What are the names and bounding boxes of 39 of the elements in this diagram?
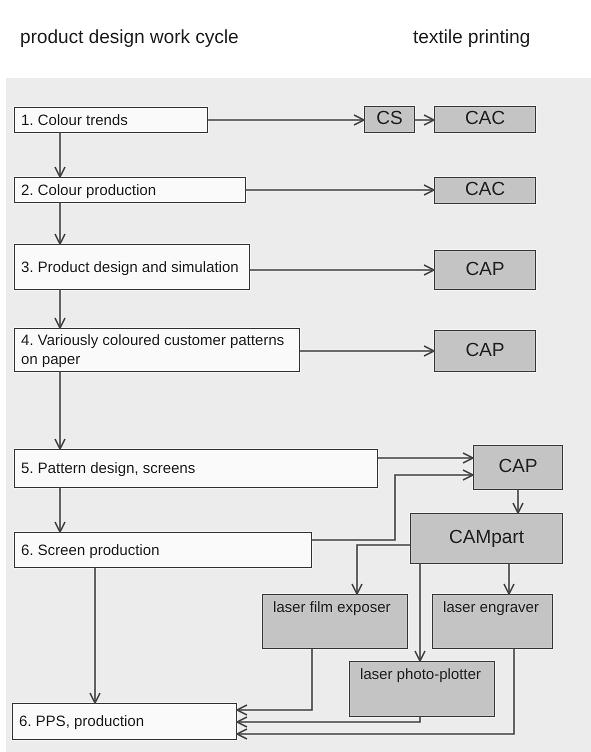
process-box: 6. Screen production [14, 532, 312, 568]
system-box: laser photo-plotter [349, 661, 495, 717]
arrow [54, 290, 66, 329]
arrow [54, 372, 66, 450]
arrow [246, 184, 435, 196]
process-box: 2. Colour production [14, 177, 246, 203]
process-box: 5. Pattern design, screens [14, 449, 378, 488]
arrow [415, 114, 435, 126]
process-box: 6. PPS, production [12, 703, 237, 740]
arrow [236, 649, 515, 740]
system-box: laser film exposer [262, 594, 408, 649]
process-box: 1. Colour trends [14, 107, 208, 133]
arrow [351, 544, 410, 595]
arrow [300, 345, 435, 357]
process-box: 3. Product design and simulation [14, 244, 250, 290]
arrow [250, 264, 435, 276]
system-box: CAP [473, 445, 563, 490]
system-box: CAMpart [410, 513, 563, 564]
column-heading: textile printing [413, 26, 530, 50]
arrow [414, 564, 426, 662]
process-box: 4. Variously coloured customer patterns on paper [14, 328, 300, 372]
arrow [236, 649, 313, 716]
arrow [54, 203, 66, 245]
system-box: laser engraver [432, 594, 553, 649]
arrow [312, 469, 474, 541]
arrow [54, 133, 66, 178]
system-box: CAP [434, 250, 536, 290]
column-heading: product design work cycle [20, 26, 239, 50]
system-box: CS [364, 106, 415, 133]
arrow [503, 564, 515, 595]
arrow [378, 452, 474, 464]
arrow [512, 490, 524, 514]
system-box: CAP [434, 330, 536, 372]
system-box: CAC [434, 177, 536, 204]
arrow [236, 716, 421, 728]
system-box: CAC [434, 106, 536, 133]
arrow [54, 488, 66, 533]
arrow [208, 114, 365, 126]
arrow [89, 568, 101, 704]
